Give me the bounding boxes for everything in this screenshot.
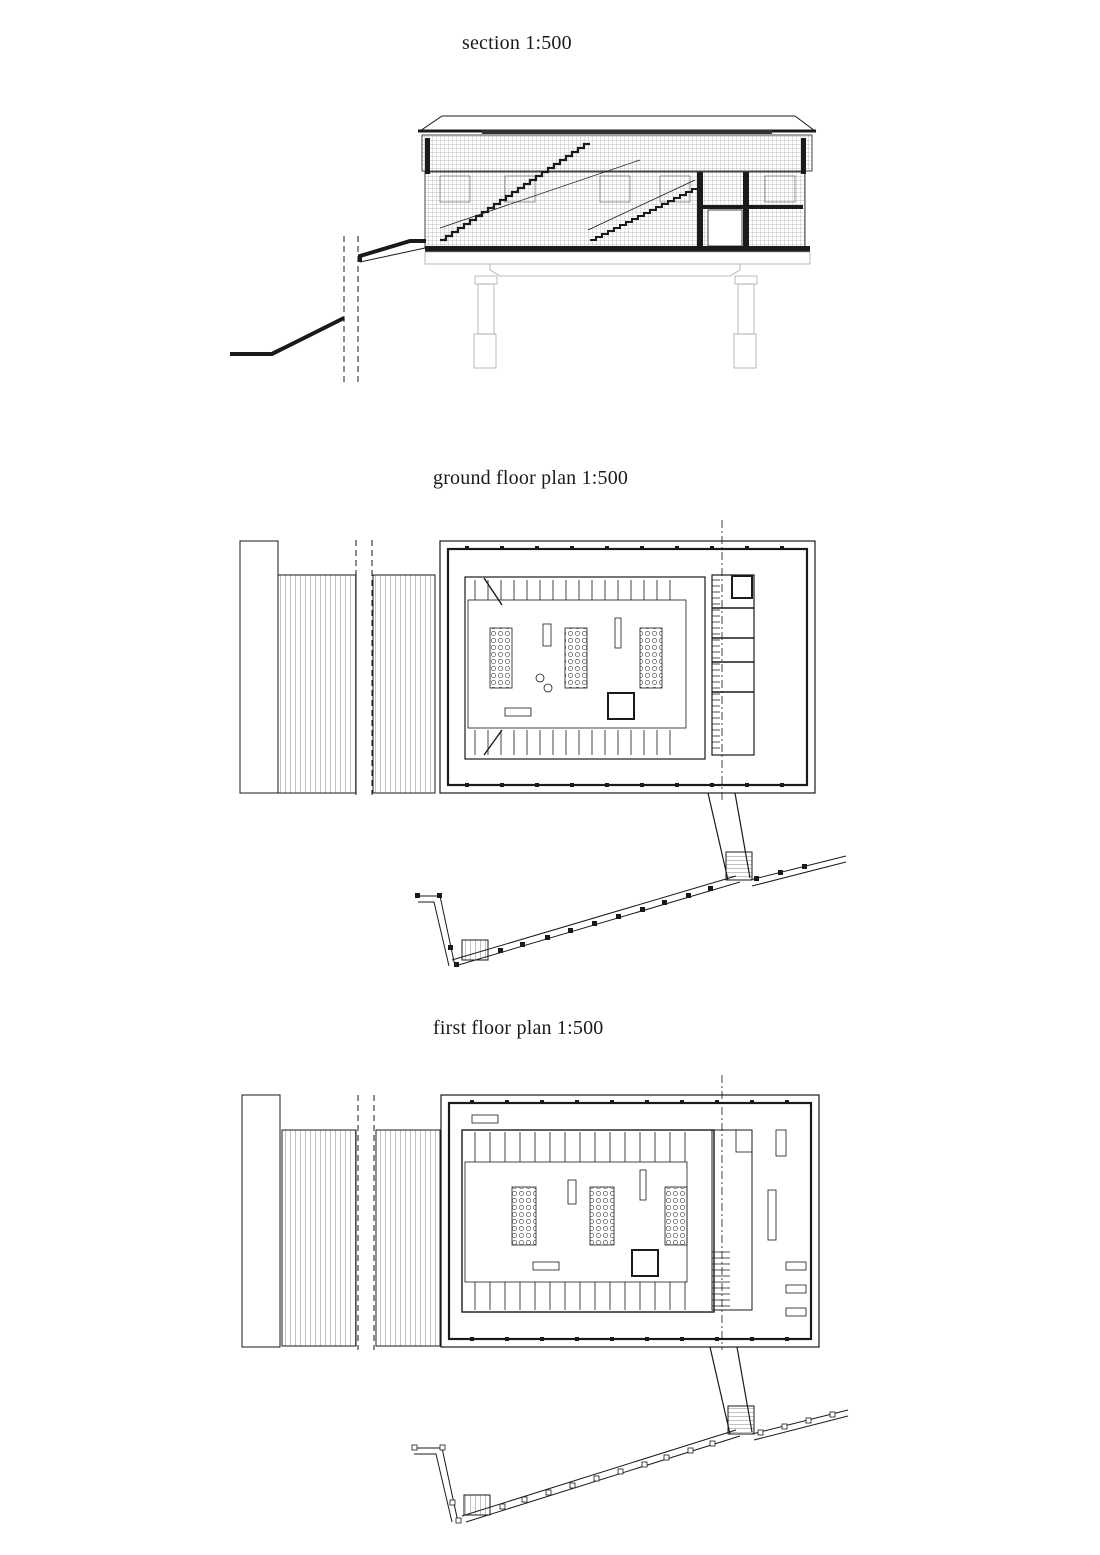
columns [470,1100,789,1341]
stair-band-2 [372,574,436,794]
ground-floor-plan-title: ground floor plan 1:500 [433,467,629,489]
inner-hall [464,576,706,760]
path-right [749,855,847,887]
seats-top [474,1132,686,1162]
ground-floor-plan [239,520,847,967]
inner-hall [461,1129,715,1313]
seats-bottom [474,730,671,755]
roof-skylight [482,130,772,134]
tribune-lower [590,188,698,241]
outer-wall [440,1094,820,1348]
tribune-upper [440,142,590,242]
core-slab [703,205,803,209]
bridge-stair [727,1405,755,1435]
seats-top [474,580,671,600]
columns [465,546,784,787]
table-groups [489,617,663,720]
core-wall-2 [743,172,749,248]
seats-bottom [474,1282,686,1310]
entry-stair [358,239,426,262]
section-title: section 1:500 [462,32,572,54]
stair-band-2 [375,1129,441,1347]
dining-tables [785,1261,807,1317]
core-wall-1 [697,172,703,248]
table-groups [471,1114,688,1277]
section-drawing [230,115,817,386]
central-court [467,599,687,729]
path-lower [461,1429,741,1523]
upper-mesh [421,134,813,172]
path-posts [411,1411,836,1524]
stair-band-1 [281,1129,357,1347]
first-floor-plan-title: first floor plan 1:500 [433,1017,604,1039]
column-left [425,138,430,174]
left-platform [241,1094,281,1348]
core-stairs [712,1251,730,1307]
outer-wall [439,540,816,794]
core [711,1129,753,1311]
path-left [414,1447,459,1523]
inner-wall [446,547,809,787]
column-right [801,138,806,174]
bridge-stair [725,851,753,881]
inner-wall [447,1101,813,1341]
path-posts [415,864,807,967]
stair-band-1 [277,574,357,794]
core-stairs [712,579,720,749]
floor-slab [425,246,810,252]
